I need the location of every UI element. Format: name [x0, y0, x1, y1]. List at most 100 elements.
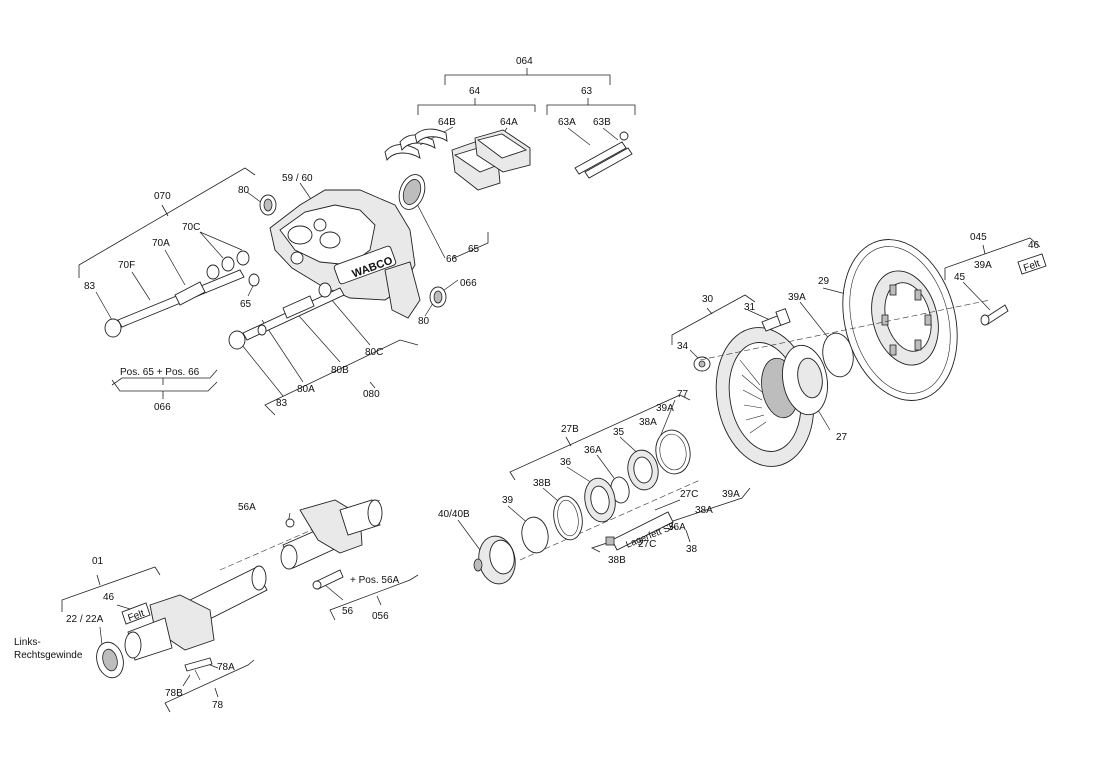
brake-disc [842, 239, 958, 401]
label-70c: 70C [182, 222, 200, 233]
label-39a-top: 39A [788, 292, 806, 303]
caliper-seals [259, 174, 447, 308]
label-38: 38 [686, 544, 698, 555]
label-46-left: 46 [103, 592, 115, 603]
label-35: 35 [613, 427, 625, 438]
bracket-066 [111, 369, 218, 399]
bracket-080 [264, 339, 419, 416]
wheel-hub [715, 327, 828, 467]
nut-34 [693, 356, 711, 372]
cotter-pins-78 [184, 657, 213, 681]
label-77: 77 [677, 389, 689, 400]
label-39a-right: 39A [974, 260, 992, 271]
bracket-01 [61, 566, 161, 612]
label-066-right: 066 [460, 278, 477, 289]
label-63a: 63A [558, 117, 576, 128]
label-64b: 64B [438, 117, 456, 128]
label-27c-lower: 27C [638, 539, 656, 550]
label-83-upper: 83 [84, 281, 96, 292]
brake-pads [451, 129, 531, 191]
bolt-56 [312, 569, 344, 590]
label-rechtsgewinde: Rechtsgewinde [14, 650, 83, 661]
bracket-30 [671, 294, 756, 345]
hub-cap-40-40b [473, 535, 516, 585]
bearing-rings [521, 429, 691, 554]
bracket-070 [78, 167, 256, 278]
label-36a-bottom: 36A [668, 522, 686, 533]
axle-tube-lower [96, 565, 268, 679]
label-29: 29 [818, 276, 830, 287]
label-39a-bottom: 39A [722, 489, 740, 500]
label-63: 63 [581, 86, 593, 97]
bracket-045 [944, 237, 1041, 280]
label-01: 01 [92, 556, 104, 567]
felt-tag-045 [1017, 253, 1047, 275]
label-30: 30 [702, 294, 714, 305]
caliper-housing: WABCO [269, 189, 421, 319]
label-65: 65 [468, 244, 480, 255]
label-38b-bottom: 38B [608, 555, 626, 566]
label-70f: 70F [118, 260, 135, 271]
label-80-right: 80 [418, 316, 430, 327]
label-31: 31 [744, 302, 756, 313]
label-36a-mid: 36A [584, 445, 602, 456]
label-80a: 80A [297, 384, 315, 395]
label-45: 45 [954, 272, 966, 283]
guide-pins-070 [104, 250, 260, 338]
label-59-60: 59 / 60 [282, 173, 313, 184]
label-83-lower: 83 [276, 398, 288, 409]
bracket-78 [164, 659, 255, 713]
guide-pins-080 [228, 282, 345, 350]
label-056: 056 [372, 611, 389, 622]
label-34: 34 [677, 341, 689, 352]
label-56a: 56A [238, 502, 256, 513]
label-27b: 27B [561, 424, 579, 435]
label-80b: 80B [331, 365, 349, 376]
bracket-064 [417, 68, 636, 115]
label-65-small: 65 [240, 299, 252, 310]
label-78: 78 [212, 700, 224, 711]
label-39: 39 [502, 495, 514, 506]
bracket-065 [453, 232, 489, 259]
label-64a: 64A [500, 117, 518, 128]
label-40-40b: 40/40B [438, 509, 470, 520]
label-78a: 78A [217, 662, 235, 673]
label-38a-bottom: 38A [695, 505, 713, 516]
label-27: 27 [836, 432, 848, 443]
label-78b: 78B [165, 688, 183, 699]
label-felt-right: Felt [1022, 258, 1042, 274]
label-70a: 70A [152, 238, 170, 249]
label-pos-65-66: Pos. 65 + Pos. 66 [120, 367, 200, 378]
label-27c-upper: 27C [680, 489, 698, 500]
bracket-27b [509, 394, 691, 481]
label-pos-56a: + Pos. 56A [350, 575, 400, 586]
hub-bolt-31 [761, 308, 791, 332]
grease-tube [605, 511, 674, 551]
label-36: 36 [560, 457, 572, 468]
label-064: 064 [516, 56, 533, 67]
label-80-top: 80 [238, 185, 250, 196]
label-22-22a: 22 / 22A [66, 614, 104, 625]
label-38a-mid: 38A [639, 417, 657, 428]
label-38b-mid: 38B [533, 478, 551, 489]
felt-tag-01 [121, 602, 151, 625]
label-66: 66 [446, 254, 458, 265]
axle-tube-upper [280, 499, 383, 570]
label-39a-mid: 39A [656, 403, 674, 414]
label-46-right: 46 [1028, 240, 1040, 251]
label-066-left: 066 [154, 402, 171, 413]
brake-pad-springs [384, 128, 448, 161]
bracket-056 [329, 574, 419, 621]
label-63b: 63B [593, 117, 611, 128]
label-64: 64 [469, 86, 481, 97]
label-080: 080 [363, 389, 380, 400]
disc-bolt-45 [980, 304, 1009, 326]
label-felt-left: Felt [126, 608, 146, 624]
label-070: 070 [154, 191, 171, 202]
label-56: 56 [342, 606, 354, 617]
label-80c: 80C [365, 347, 383, 358]
label-045: 045 [970, 232, 987, 243]
pad-retainer-pins [574, 131, 633, 179]
